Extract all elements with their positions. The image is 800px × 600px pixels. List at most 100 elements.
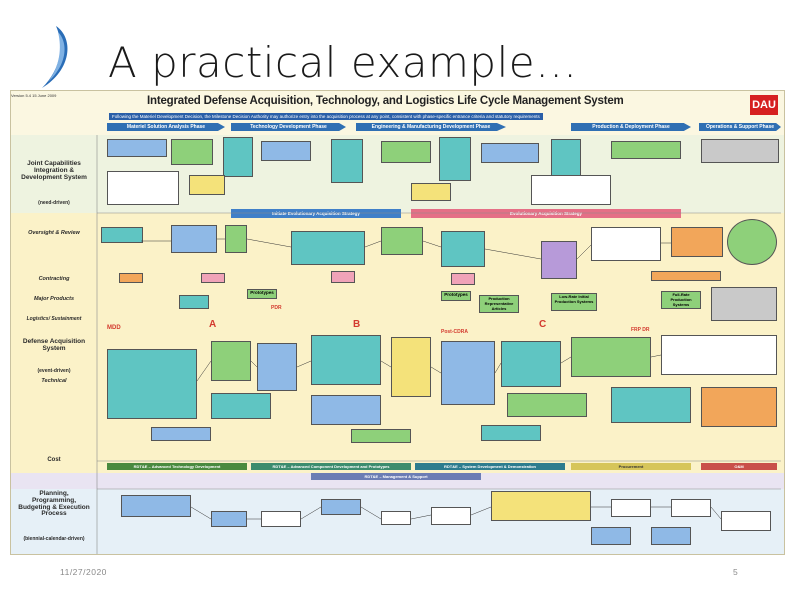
chart-box bbox=[381, 141, 431, 163]
rdte-strip-3: RDT&E – System Development & Demonstrati… bbox=[415, 463, 565, 470]
chart-box bbox=[439, 137, 471, 181]
chart-box bbox=[107, 139, 167, 157]
chart-box bbox=[121, 495, 191, 517]
chart-box bbox=[171, 139, 213, 165]
chart-box bbox=[701, 139, 779, 163]
chart-box bbox=[211, 341, 251, 381]
phase-production-deployment: Production & Deployment Phase bbox=[571, 123, 691, 131]
chart-box bbox=[661, 335, 777, 375]
logo-icon bbox=[42, 26, 68, 88]
chart-box bbox=[671, 227, 723, 257]
chart-box bbox=[611, 141, 681, 159]
chart-header: Integrated Defense Acquisition, Technolo… bbox=[147, 95, 624, 107]
chart-box bbox=[151, 427, 211, 441]
production-articles-box: Production Representative Articles bbox=[479, 295, 519, 313]
slide-page-number: 5 bbox=[733, 567, 738, 577]
chart-box bbox=[591, 227, 661, 261]
procurement-strip: Procurement bbox=[571, 463, 691, 470]
chart-box bbox=[671, 499, 711, 517]
chart-box bbox=[211, 511, 247, 527]
lane-label-ppbe: Planning, Programming, Budgeting & Execu… bbox=[18, 490, 90, 518]
slide-title: A practical example… bbox=[108, 38, 578, 87]
rdte-strip-1: RDT&E – Advanced Technology Development bbox=[107, 463, 247, 470]
chart-box bbox=[261, 141, 311, 161]
evolutionary-strip-right: Evolutionary Acquisition Strategy bbox=[411, 209, 681, 218]
lane-label-jcids: Joint Capabilities Integration & Develop… bbox=[21, 160, 87, 181]
rdte-strip-4: RDT&E – Management & Support bbox=[311, 473, 481, 480]
rdte-strip-2: RDT&E – Advanced Component Development a… bbox=[251, 463, 411, 470]
milestone-pdr: PDR bbox=[271, 305, 282, 311]
lrip-box: Low-Rate Initial Production Systems bbox=[551, 293, 597, 311]
chart-box bbox=[201, 273, 225, 283]
life-cycle-chart: Version 5.4 15 June 2009 Integrated Defe… bbox=[10, 90, 785, 555]
chart-box bbox=[571, 337, 651, 377]
chart-box bbox=[101, 227, 143, 243]
dau-logo: DAU bbox=[750, 95, 778, 115]
lane-label-ppbe-sub: (biennial-calendar-driven) bbox=[23, 536, 85, 542]
chart-box bbox=[179, 295, 209, 309]
phase-operations-support: Operations & Support Phase bbox=[699, 123, 781, 131]
lane-label-logistics: Logistics/ Sustainment bbox=[26, 316, 82, 322]
chart-connectors bbox=[96, 135, 781, 554]
chart-box bbox=[501, 341, 561, 387]
evolutionary-strip-left: Initiate Evolutionary Acquisition Strate… bbox=[231, 209, 401, 218]
chart-box bbox=[381, 511, 411, 525]
chart-box bbox=[507, 393, 587, 417]
chart-box bbox=[727, 219, 777, 265]
chart-box bbox=[441, 341, 495, 405]
chart-version: Version 5.4 15 June 2009 bbox=[11, 93, 57, 98]
chart-box bbox=[107, 349, 197, 419]
chart-box bbox=[591, 527, 631, 545]
chart-box bbox=[431, 507, 471, 525]
chart-box bbox=[311, 395, 381, 425]
chart-box bbox=[451, 273, 475, 285]
full-rate-box: Full-Rate Production Systems bbox=[661, 291, 701, 309]
milestone-a: A bbox=[209, 319, 217, 330]
phase-materiel-solution: Materiel Solution Analysis Phase bbox=[107, 123, 225, 131]
chart-box bbox=[189, 175, 225, 195]
lane-label-das-sub: (event-driven) bbox=[37, 368, 71, 374]
chart-box bbox=[651, 527, 691, 545]
chart-box bbox=[481, 425, 541, 441]
chart-box bbox=[331, 271, 355, 283]
phase-emd: Engineering & Manufacturing Development … bbox=[356, 123, 506, 131]
chart-box bbox=[171, 225, 217, 253]
chart-box bbox=[351, 429, 411, 443]
chart-box bbox=[711, 287, 777, 321]
chart-box bbox=[321, 499, 361, 515]
chart-box bbox=[261, 511, 301, 527]
chart-box bbox=[701, 387, 777, 427]
milestone-mdd: MDD bbox=[107, 325, 121, 331]
chart-box bbox=[331, 139, 363, 183]
om-strip: O&M bbox=[701, 463, 777, 470]
lane-label-technical: Technical bbox=[41, 378, 67, 384]
lane-label-contracting: Contracting bbox=[38, 276, 70, 282]
chart-box bbox=[611, 499, 651, 517]
lane-label-oversight: Oversight & Review bbox=[28, 230, 80, 236]
chart-subheader: Following the Materiel Development Decis… bbox=[109, 113, 543, 120]
chart-box bbox=[211, 393, 271, 419]
lane-label-das: Defense Acquisition System bbox=[22, 338, 86, 352]
chart-box bbox=[119, 273, 143, 283]
milestone-b: B bbox=[353, 319, 361, 330]
chart-box bbox=[225, 225, 247, 253]
chart-box bbox=[257, 343, 297, 391]
lane-label-major-products: Major Products bbox=[33, 296, 75, 302]
chart-box bbox=[391, 337, 431, 397]
chart-box bbox=[541, 241, 577, 279]
chart-box bbox=[481, 143, 539, 163]
chart-box bbox=[223, 137, 253, 177]
prototypes-box-2: Prototypes bbox=[441, 291, 471, 301]
chart-box bbox=[441, 231, 485, 267]
chart-box bbox=[107, 171, 179, 205]
chart-box bbox=[611, 387, 691, 423]
milestone-frp: FRP DR bbox=[631, 327, 650, 333]
prototypes-box-1: Prototypes bbox=[247, 289, 277, 299]
chart-box bbox=[721, 511, 771, 531]
lane-label-jcids-sub: (need-driven) bbox=[38, 200, 70, 206]
chart-box bbox=[381, 227, 423, 255]
phase-technology-development: Technology Development Phase bbox=[231, 123, 346, 131]
slide-date: 11/27/2020 bbox=[60, 567, 107, 577]
chart-box bbox=[651, 271, 721, 281]
chart-box bbox=[291, 231, 365, 265]
